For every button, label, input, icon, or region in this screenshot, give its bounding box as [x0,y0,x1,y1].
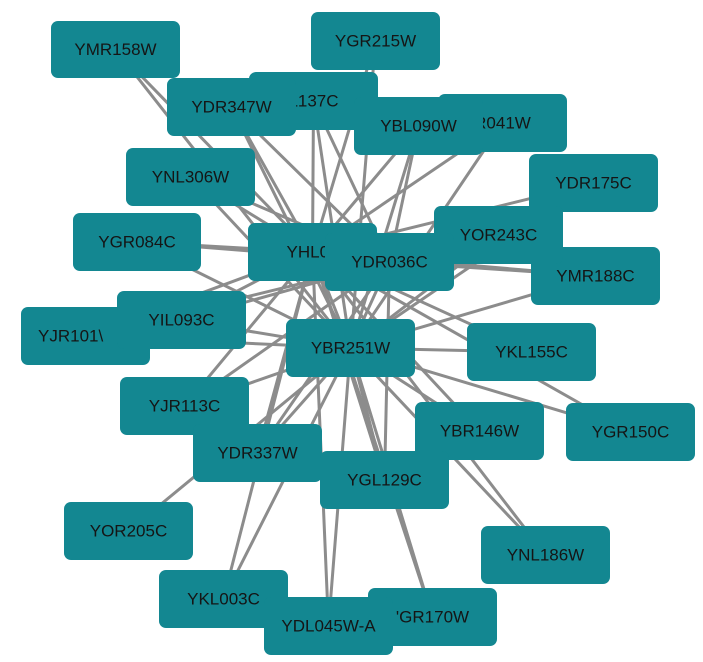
node-label: YDR175C [555,173,632,192]
node-box [193,424,322,482]
node-label: YGR215W [335,31,416,50]
node-label: YBL090W [380,116,457,135]
node-ygr150c[interactable]: YGR150C [566,403,695,461]
node-box [320,451,449,509]
node-label: YGR150C [592,422,669,441]
node-ydr175c[interactable]: YDR175C [529,154,658,212]
node-label: YKL155C [495,342,568,361]
node-box [167,78,296,136]
node-label: YNL306W [152,167,229,186]
node-box [159,570,288,628]
node-label: YOR243C [460,225,537,244]
node-label: YJR113C [149,396,221,415]
node-ygr084c[interactable]: YGR084C [73,213,201,271]
node-box [126,148,255,206]
node-label: YOR205C [90,521,167,540]
node-ydr347w[interactable]: YDR347W [167,78,296,136]
node-ymr188c[interactable]: YMR188C [531,247,660,305]
node-yil093c[interactable]: YIL093C [117,291,246,349]
node-ydr036c[interactable]: YDR036C [325,233,454,291]
node-label: YBR251W [311,338,390,357]
node-box [64,502,193,560]
node-box [354,97,483,155]
node-box [481,526,610,584]
node-box [566,403,695,461]
node-box [264,597,393,655]
node-label: YDR036C [351,252,428,271]
node-yor205c[interactable]: YOR205C [64,502,193,560]
node-label: YJR101\ [38,326,103,345]
node-label: YBR146W [440,421,519,440]
node-label: R041W [474,113,531,132]
node-ynl186w[interactable]: YNL186W [481,526,610,584]
node-ydr337w[interactable]: YDR337W [193,424,322,482]
node-label: YDR337W [217,443,297,462]
node-box [434,206,563,264]
node-ygr215w[interactable]: YGR215W [311,12,440,70]
node-label: YDL045W-A [281,616,376,635]
node-label: YDR347W [191,97,271,116]
node-ygr170w[interactable]: 'GR170W [368,588,497,646]
node-label: YNL186W [507,545,584,564]
node-label: YIL093C [148,310,214,329]
node-ymr158w[interactable]: YMR158W [51,21,180,78]
node-ydl045w-a[interactable]: YDL045W-A [264,597,393,655]
node-label: YMR188C [556,266,634,285]
node-label: L137C [288,91,338,110]
node-label: YGR084C [98,232,175,251]
node-label: YKL003C [187,589,260,608]
node-box [325,233,454,291]
node-yor243c[interactable]: YOR243C [434,206,563,264]
node-box [120,377,249,435]
node-ygl129c[interactable]: YGL129C [320,451,449,509]
node-ybr146w[interactable]: YBR146W [415,402,544,460]
node-layer: YMR158W YGR215W YNL306W YDR175C YGR084C YJR10… [21,12,695,655]
node-box [368,588,497,646]
node-label: YMR158W [74,40,156,59]
node-box [531,247,660,305]
node-box [51,21,180,78]
node-ybl090w[interactable]: YBL090W [354,97,483,155]
node-box [467,323,596,381]
node-ybr251w[interactable]: YBR251W [286,319,415,377]
node-yjr113c[interactable]: YJR113C [120,377,249,435]
node-box [415,402,544,460]
node-box [311,12,440,70]
node-ykl155c[interactable]: YKL155C [467,323,596,381]
node-box [286,319,415,377]
node-label: YGL129C [347,470,422,489]
node-box [73,213,201,271]
node-box [529,154,658,212]
node-label: 'GR170W [396,607,469,626]
node-ynl306w[interactable]: YNL306W [126,148,255,206]
node-box [117,291,246,349]
node-ykl003c[interactable]: YKL003C [159,570,288,628]
